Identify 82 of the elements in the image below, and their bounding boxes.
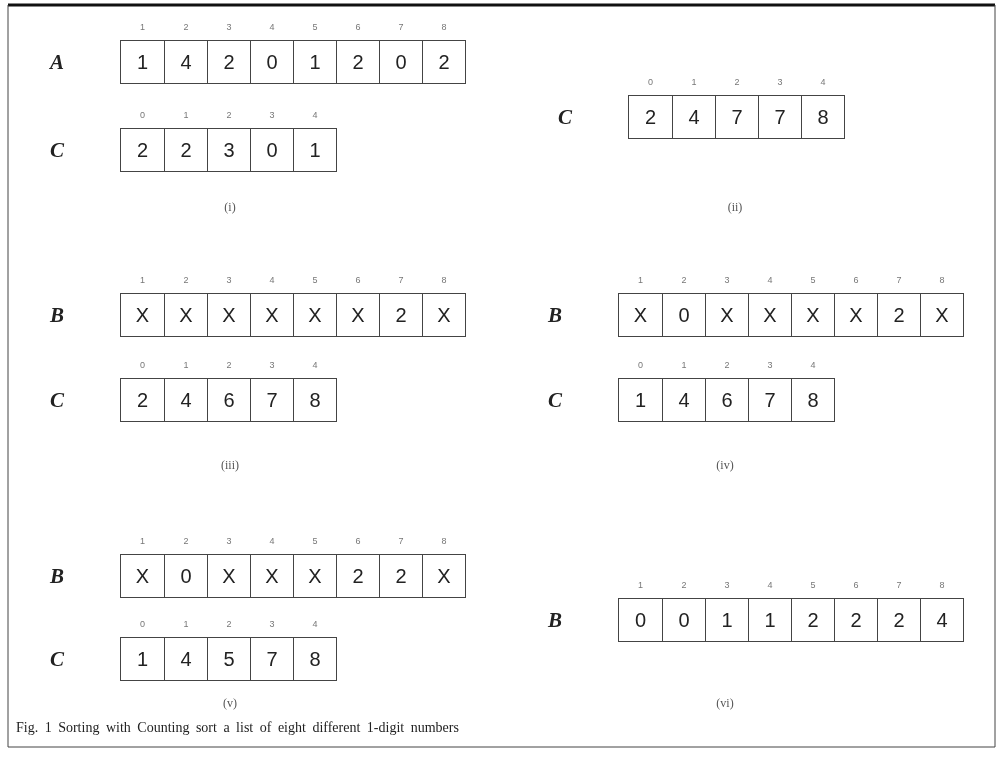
index-number: 3	[777, 77, 783, 87]
array-name: B	[50, 563, 64, 589]
panel-label: (vi)	[716, 696, 734, 711]
index-number: 7	[398, 275, 404, 285]
index-number: 4	[810, 360, 816, 370]
index-number: 1	[183, 360, 189, 370]
index-number: 3	[767, 360, 773, 370]
index-number: 2	[226, 619, 232, 629]
index-number: 4	[820, 77, 826, 87]
index-number: 2	[681, 275, 687, 285]
index-number: 0	[140, 110, 145, 120]
index-number: 2	[681, 580, 687, 590]
index-number: 7	[398, 536, 404, 546]
index-number: 7	[896, 275, 902, 285]
array-name: A	[50, 49, 64, 75]
index-number: 4	[312, 110, 318, 120]
array-name: C	[50, 137, 64, 163]
index-number: 5	[312, 22, 318, 32]
index-number: 8	[441, 536, 447, 546]
index-number: 4	[269, 22, 275, 32]
index-number: 2	[226, 360, 232, 370]
array-name: C	[558, 104, 572, 130]
index-number: 1	[638, 275, 643, 285]
index-number: 1	[140, 22, 145, 32]
index-number: 8	[939, 275, 945, 285]
index-number: 8	[441, 22, 447, 32]
index-number: 7	[896, 580, 902, 590]
array-name: C	[50, 646, 64, 672]
index-number: 6	[853, 275, 859, 285]
index-number: 5	[810, 275, 816, 285]
array-name: C	[50, 387, 64, 413]
index-number: 4	[767, 275, 773, 285]
index-number: 8	[939, 580, 945, 590]
panel-label: (v)	[223, 696, 237, 711]
index-number: 2	[734, 77, 740, 87]
index-number: 3	[724, 580, 730, 590]
index-number: 0	[140, 619, 145, 629]
index-number: 2	[183, 22, 189, 32]
index-number: 2	[183, 275, 189, 285]
index-number: 4	[269, 275, 275, 285]
index-number: 4	[312, 619, 318, 629]
index-number: 1	[681, 360, 687, 370]
index-number: 2	[724, 360, 730, 370]
panel-label: (ii)	[727, 200, 743, 215]
array-name: B	[548, 607, 562, 633]
index-number: 7	[398, 22, 404, 32]
index-number: 2	[183, 536, 189, 546]
index-number: 6	[355, 275, 361, 285]
array-name: C	[548, 387, 562, 413]
index-number: 0	[140, 360, 145, 370]
index-number: 0	[638, 360, 643, 370]
index-number: 1	[140, 275, 145, 285]
array-name: B	[50, 302, 64, 328]
index-number: 4	[312, 360, 318, 370]
index-number: 1	[183, 110, 189, 120]
array-name: B	[548, 302, 562, 328]
index-number: 3	[724, 275, 730, 285]
figure-caption: Fig. 1 Sorting with Counting sort a list of eight different 1-digit numbers	[16, 720, 459, 736]
index-number: 6	[355, 536, 361, 546]
index-number: 5	[312, 275, 318, 285]
index-number: 3	[226, 22, 232, 32]
index-number: 5	[312, 536, 318, 546]
index-number: 3	[226, 536, 232, 546]
index-number: 5	[810, 580, 816, 590]
index-number: 3	[269, 619, 275, 629]
index-number: 3	[269, 110, 275, 120]
index-number: 1	[183, 619, 189, 629]
index-number: 3	[269, 360, 275, 370]
index-number: 6	[853, 580, 859, 590]
index-number: 6	[355, 22, 361, 32]
index-number: 4	[767, 580, 773, 590]
panel-label: (iv)	[716, 458, 734, 473]
index-number: 1	[638, 580, 643, 590]
panel-label: (i)	[224, 200, 236, 215]
index-number: 8	[441, 275, 447, 285]
panel-label: (iii)	[221, 458, 239, 473]
index-number: 1	[691, 77, 697, 87]
index-number: 0	[648, 77, 653, 87]
index-number: 3	[226, 275, 232, 285]
index-number: 4	[269, 536, 275, 546]
index-number: 2	[226, 110, 232, 120]
index-number: 1	[140, 536, 145, 546]
